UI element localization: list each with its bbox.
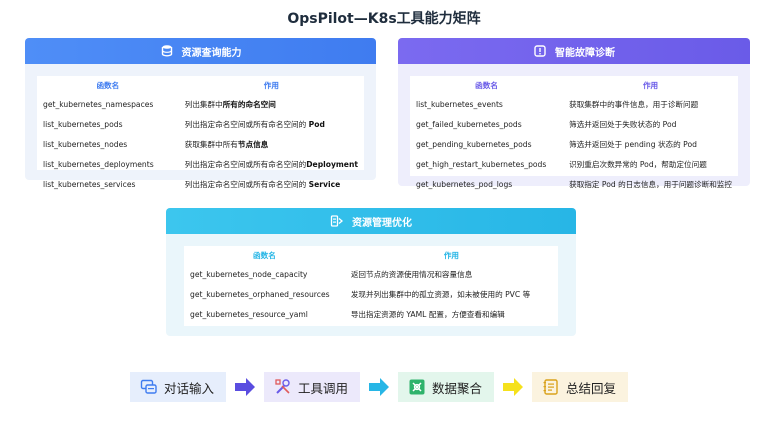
table-row: get_kubernetes_namespaces 列出集群中所有的命名空间 <box>37 94 364 114</box>
function-desc: 识别重启次数异常的 Pod，帮助定位问题 <box>569 160 707 170</box>
table-row: get_kubernetes_resource_yaml 导出指定资源的 YAM… <box>184 304 558 324</box>
flow-step-chat: 对话输入 <box>130 372 226 402</box>
function-name: get_failed_kubernetes_pods <box>416 119 522 129</box>
function-name: get_kubernetes_pod_logs <box>416 180 513 190</box>
database-icon <box>160 44 174 58</box>
col-fn-header: 函数名 <box>253 251 276 260</box>
function-desc: 列出指定命名空间或所有命名空间的 Pod <box>179 114 364 134</box>
function-desc: 筛选并返回处于 pending 状态的 Pod <box>569 139 697 149</box>
desc-bold: Deployment <box>306 160 358 170</box>
table-row: get_high_restart_kubernetes_pods 识别重启次数异… <box>410 155 738 175</box>
flow-step-aggregate: 数据聚合 <box>398 372 494 402</box>
flow-step-tools: 工具调用 <box>264 372 360 402</box>
desc-bold: 所有的命名空间 <box>222 99 276 109</box>
resource-query-table: 函数名 作用 get_kubernetes_namespaces 列出集群中所有… <box>37 76 364 195</box>
flow-arrow <box>360 372 398 402</box>
desc-text: 获取集群中所有 <box>184 139 238 149</box>
smart-diagnosis-table: 函数名 作用 list_kubernetes_events 获取集群中的事件信息… <box>410 76 738 195</box>
resource-optimization-table-wrap: 函数名 作用 get_kubernetes_node_capacity 返回节点… <box>184 246 558 326</box>
desc-text: 列出指定命名空间或所有命名空间的 <box>184 180 309 190</box>
col-fn-header: 函数名 <box>96 81 120 90</box>
desc-bold: 节点信息 <box>237 139 269 149</box>
table-row: get_kubernetes_orphaned_resources 发现并列出集… <box>184 284 558 304</box>
resource-query-table-wrap: 函数名 作用 get_kubernetes_namespaces 列出集群中所有… <box>37 76 364 189</box>
function-name: get_kubernetes_resource_yaml <box>190 309 308 319</box>
summary-icon <box>542 378 560 396</box>
table-row: get_failed_kubernetes_pods 筛选并返回处于失败状态的 … <box>410 114 738 134</box>
desc-text: 列出集群中 <box>184 99 223 109</box>
function-desc: 发现并列出集群中的孤立资源，如未被使用的 PVC 等 <box>350 289 531 299</box>
function-name: list_kubernetes_deployments <box>43 160 154 170</box>
workflow: 对话输入 工具调用 数据聚合 总结回复 <box>130 372 628 402</box>
smart-diagnosis-card: 智能故障诊断 函数名 作用 list_kubernetes_events 获取集… <box>398 38 750 189</box>
col-fn-header: 函数名 <box>475 81 498 90</box>
flow-step-summary: 总结回复 <box>532 372 628 402</box>
function-desc: 返回节点的资源使用情况和容量信息 <box>350 269 473 279</box>
col-desc-header: 作用 <box>263 81 279 90</box>
function-name: get_kubernetes_namespaces <box>43 99 154 109</box>
function-desc: 导出指定资源的 YAML 配置，方便查看和编辑 <box>350 309 505 319</box>
flow-step-label: 工具调用 <box>298 380 349 396</box>
flow-arrow <box>494 372 532 402</box>
desc-text: 列出指定命名空间或所有命名空间的 <box>184 160 307 170</box>
function-name: get_kubernetes_orphaned_resources <box>190 289 330 299</box>
chat-icon <box>140 378 158 396</box>
function-name: get_kubernetes_node_capacity <box>190 269 308 279</box>
function-desc: 列出指定命名空间或所有命名空间的Deployment <box>179 155 364 175</box>
function-name: list_kubernetes_pods <box>43 119 123 129</box>
flow-arrow <box>226 372 264 402</box>
flow-step-label: 对话输入 <box>164 380 215 396</box>
smart-diagnosis-table-wrap: 函数名 作用 list_kubernetes_events 获取集群中的事件信息… <box>410 76 738 189</box>
resource-optimization-table: 函数名 作用 get_kubernetes_node_capacity 返回节点… <box>184 246 558 325</box>
flow-step-label: 总结回复 <box>566 380 617 396</box>
table-row: list_kubernetes_events 获取集群中的事件信息，用于诊断问题 <box>410 94 738 114</box>
function-name: list_kubernetes_services <box>43 180 136 190</box>
desc-text: 列出指定命名空间或所有命名空间的 <box>184 119 309 129</box>
function-desc: 列出指定命名空间或所有命名空间的 Service <box>179 175 364 195</box>
smart-diagnosis-title: 智能故障诊断 <box>555 47 615 59</box>
resource-optimization-title: 资源管理优化 <box>352 217 412 229</box>
col-desc-header: 作用 <box>642 81 659 90</box>
function-name: list_kubernetes_events <box>416 99 503 109</box>
flow-step-label: 数据聚合 <box>432 380 483 396</box>
desc-bold: Service <box>308 180 341 190</box>
table-row: list_kubernetes_services 列出指定命名空间或所有命名空间… <box>37 175 364 195</box>
resource-query-header: 资源查询能力 <box>25 38 376 64</box>
resource-optimization-header: 资源管理优化 <box>166 208 576 234</box>
tools-icon <box>274 378 292 396</box>
table-row: get_kubernetes_node_capacity 返回节点的资源使用情况… <box>184 264 558 284</box>
function-desc: 筛选并返回处于失败状态的 Pod <box>569 119 677 129</box>
resource-query-title: 资源查询能力 <box>181 47 242 59</box>
table-row: get_kubernetes_pod_logs 获取指定 Pod 的日志信息，用… <box>410 175 738 195</box>
optimize-icon <box>330 214 344 228</box>
function-desc: 列出集群中所有的命名空间 <box>179 94 364 114</box>
function-name: list_kubernetes_nodes <box>43 139 128 149</box>
table-row: list_kubernetes_nodes 获取集群中所有节点信息 <box>37 134 364 154</box>
function-desc: 获取集群中所有节点信息 <box>179 134 364 154</box>
table-row: list_kubernetes_deployments 列出指定命名空间或所有命… <box>37 155 364 175</box>
smart-diagnosis-header: 智能故障诊断 <box>398 38 750 64</box>
resource-query-card: 资源查询能力 函数名 作用 get_kubernetes_namespaces … <box>25 38 376 189</box>
page-title: OpsPilot—K8s工具能力矩阵 <box>287 11 481 27</box>
table-row: get_pending_kubernetes_pods 筛选并返回处于 pend… <box>410 134 738 154</box>
alert-icon <box>533 44 547 58</box>
function-desc: 获取指定 Pod 的日志信息，用于问题诊断和监控 <box>569 180 732 190</box>
function-desc: 获取集群中的事件信息，用于诊断问题 <box>569 99 699 109</box>
desc-bold: Pod <box>308 119 325 129</box>
table-row: list_kubernetes_pods 列出指定命名空间或所有命名空间的 Po… <box>37 114 364 134</box>
col-desc-header: 作用 <box>443 251 459 260</box>
function-name: get_high_restart_kubernetes_pods <box>416 160 547 170</box>
aggregate-icon <box>408 378 426 396</box>
resource-optimization-card: 资源管理优化 函数名 作用 get_kubernetes_node_capaci… <box>166 208 576 336</box>
function-name: get_pending_kubernetes_pods <box>416 139 532 149</box>
